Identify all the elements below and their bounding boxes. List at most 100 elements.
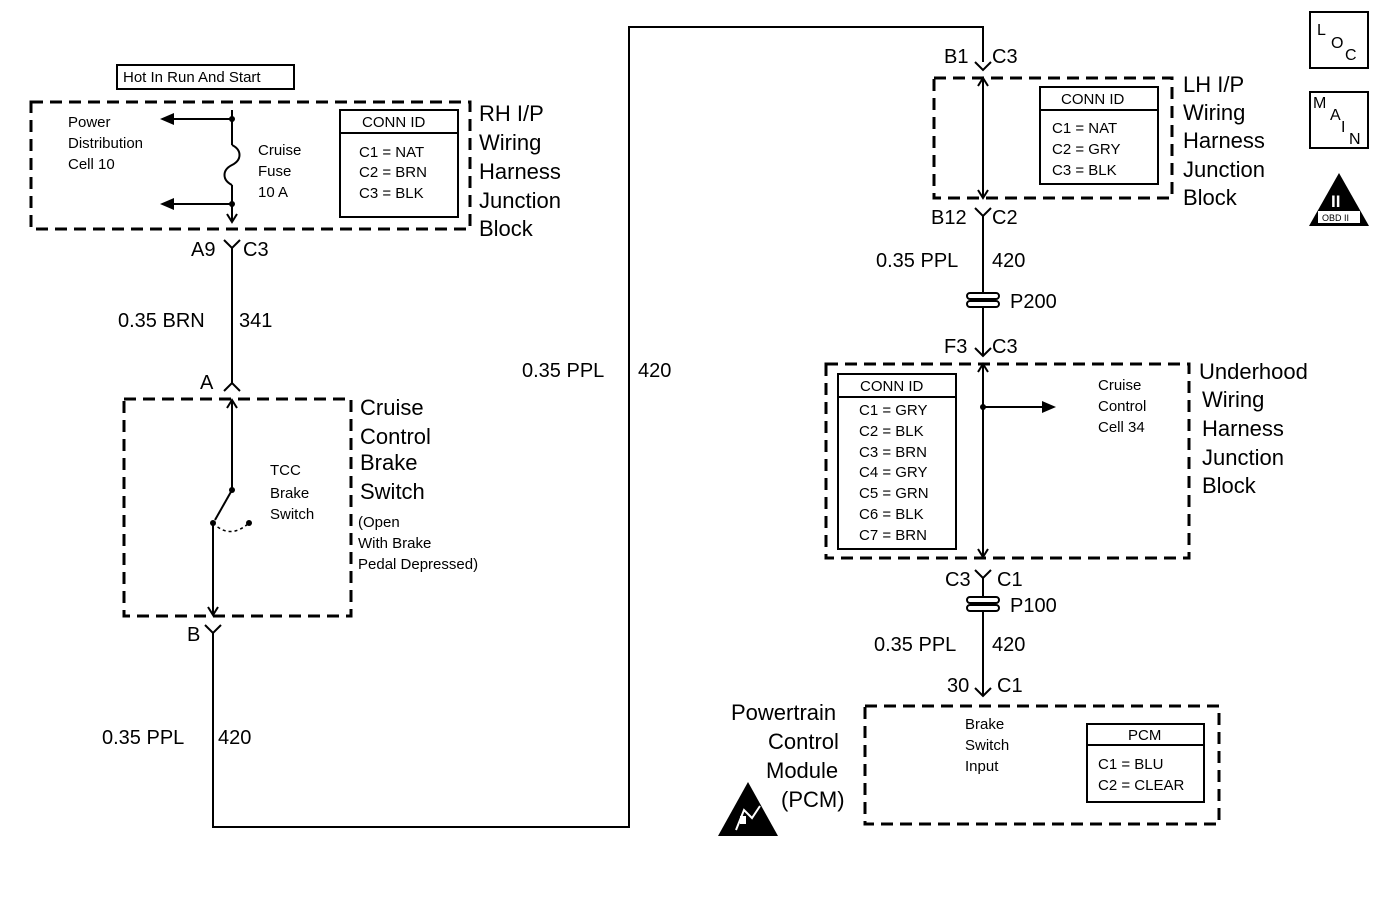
loc-letter-l: L (1317, 22, 1326, 39)
cruise-title-1: Cruise (360, 395, 424, 420)
pin-a: A (200, 372, 214, 394)
uh-title-4: Junction (1202, 445, 1284, 470)
uh-title-2: Wiring (1202, 387, 1264, 412)
pin-b: B (187, 624, 200, 646)
uh-conn-c1: C1 = GRY (859, 402, 928, 419)
rh-conn-c1: C1 = NAT (359, 144, 424, 161)
obd-label: OBD II (1322, 213, 1349, 223)
wire-420-mid-gauge: 0.35 PPL (522, 360, 604, 382)
wire-420-loop: 0.35 PPL 420 0.35 PPL 420 (102, 26, 984, 828)
loc-letter-c: C (1345, 47, 1357, 64)
uh-conn-c3: C3 = BRN (859, 444, 927, 461)
wire-420-left-gauge: 0.35 PPL (102, 727, 184, 749)
wire-420-r1-gauge: 0.35 PPL (876, 250, 958, 272)
wire-341: 0.35 BRN 341 (118, 248, 272, 383)
pcm-input-line3: Input (965, 758, 999, 775)
lh-conn-c3-id: C3 = BLK (1052, 162, 1117, 179)
underhood-junction-block: F3 C3 Cruise Control Cell 34 CONN ID C1 … (824, 336, 1308, 591)
wire-420-r2-circuit: 420 (992, 634, 1025, 656)
cruise-brake-switch: A TCC Brake Switch Cruise Control Brake … (122, 372, 478, 646)
cruise-note-1: (Open (358, 514, 400, 531)
lh-pin-b12: B12 (931, 207, 967, 229)
pcm-conn-title: PCM (1128, 727, 1161, 744)
uh-conn-c6: C6 = BLK (859, 506, 924, 523)
wire-341-circuit: 341 (239, 310, 272, 332)
p100-label: P100 (1010, 595, 1057, 617)
pcm-conn-c1-id: C1 = BLU (1098, 756, 1163, 773)
cruise-title-3: Brake (360, 450, 417, 475)
main-letter-n: N (1349, 131, 1361, 148)
rh-conn-c2: C2 = BRN (359, 164, 427, 181)
pcm-title-2: Control (768, 729, 839, 754)
fuse-line1: Cruise (258, 142, 301, 159)
tcc-line1: TCC (270, 462, 301, 479)
cruise-title-4: Switch (360, 479, 425, 504)
cruise-title-2: Control (360, 424, 431, 449)
uh-conn-c7: C7 = BRN (859, 527, 927, 544)
uh-conn-c4: C4 = GRY (859, 464, 928, 481)
wire-341-gauge: 0.35 BRN (118, 310, 205, 332)
lh-junction-block: B1 C3 CONN ID C1 = NAT C2 = GRY C3 = BLK… (931, 46, 1265, 229)
rh-title-2: Wiring (479, 130, 541, 155)
fuse-line3: 10 A (258, 184, 288, 201)
pcm-pin-30: 30 (947, 675, 969, 697)
pcm-input-line2: Switch (965, 737, 1009, 754)
pcm-input-line1: Brake (965, 716, 1004, 733)
rh-junction-block: CONN ID C1 = NAT C2 = BRN C3 = BLK Power… (29, 100, 561, 241)
obd-numeral: II (1331, 192, 1340, 211)
tcc-line2: Brake (270, 485, 309, 502)
uh-title-3: Harness (1202, 416, 1284, 441)
wire-420-r2-gauge: 0.35 PPL (874, 634, 956, 656)
pcm-module: 30 C1 Brake Switch Input PCM C1 = BLU C2… (718, 675, 1221, 836)
lh-conn-c3: C3 (992, 46, 1018, 68)
main-letter-i: I (1341, 119, 1345, 136)
pin-a9: A9 (191, 239, 215, 261)
rh-title-5: Block (479, 216, 534, 241)
uh-conn-c5: C5 = GRN (859, 485, 929, 502)
loc-icon[interactable]: L O C (1309, 11, 1369, 69)
uh-cell-line1: Cruise (1098, 377, 1141, 394)
uh-conn-c3-top: C3 (992, 336, 1018, 358)
lh-title-4: Junction (1183, 157, 1265, 182)
uh-conn-c1-bottom: C1 (997, 569, 1023, 591)
pcm-title-4: (PCM) (781, 787, 845, 812)
lh-title-1: LH I/P (1183, 72, 1244, 97)
wire-420-mid-circuit: 420 (638, 360, 671, 382)
uh-title-5: Block (1202, 473, 1257, 498)
uh-cell-line2: Control (1098, 398, 1146, 415)
rh-title-3: Harness (479, 159, 561, 184)
uh-conn-id-title: CONN ID (860, 378, 924, 395)
main-icon[interactable]: M A I N (1309, 91, 1369, 149)
pcm-conn-c1: C1 (997, 675, 1023, 697)
uh-pin-c3-bottom: C3 (945, 569, 971, 591)
cruise-note-2: With Brake (358, 535, 431, 552)
p100-splice (966, 596, 1000, 612)
p200-label: P200 (1010, 291, 1057, 313)
wire-420-r1-circuit: 420 (992, 250, 1025, 272)
esd-warning-icon (718, 782, 778, 836)
rh-title-1: RH I/P (479, 101, 544, 126)
obd-ii-icon[interactable]: II OBD II (1309, 173, 1369, 226)
connector-a9-c3: A9 C3 (191, 239, 269, 261)
rh-conn-c3: C3 = BLK (359, 185, 424, 202)
power-dist-line2: Distribution (68, 135, 143, 152)
lh-title-2: Wiring (1183, 100, 1245, 125)
uh-pin-f3: F3 (944, 336, 967, 358)
uh-title-1: Underhood (1199, 359, 1308, 384)
loc-letter-o: O (1331, 35, 1343, 52)
hot-in-run-text: Hot In Run And Start (123, 69, 261, 86)
lh-conn-c1: C1 = NAT (1052, 120, 1117, 137)
pcm-title-1: Powertrain (731, 700, 836, 725)
fuse-line2: Fuse (258, 163, 291, 180)
p200-splice (966, 292, 1000, 308)
lh-pin-b1: B1 (944, 46, 968, 68)
main-letter-m: M (1313, 95, 1326, 112)
wire-420-left-circuit: 420 (218, 727, 251, 749)
lh-conn-id-title: CONN ID (1061, 91, 1125, 108)
cruise-note-3: Pedal Depressed) (358, 556, 478, 573)
conn-c3-rh: C3 (243, 239, 269, 261)
lh-title-3: Harness (1183, 128, 1265, 153)
main-letter-a: A (1330, 107, 1341, 124)
wire-420-right-upper: 0.35 PPL 420 P200 (876, 216, 1057, 356)
